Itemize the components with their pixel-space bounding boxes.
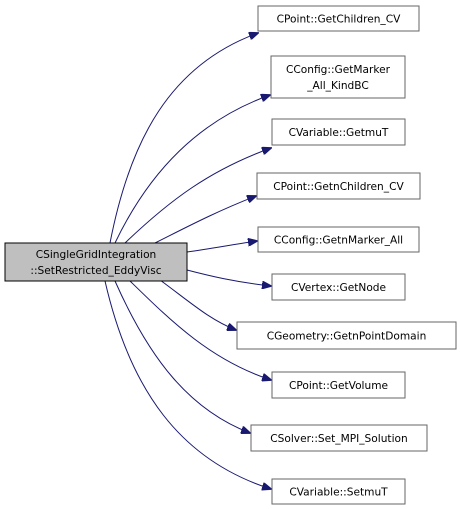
callee-label: CPoint::GetChildren_CV <box>277 14 401 26</box>
edge-to-cvariable-getmut <box>124 148 271 244</box>
callee-label: CVariable::SetmuT <box>289 487 388 499</box>
callee-label: CPoint::GetnChildren_CV <box>273 181 404 193</box>
edge-to-cconfig-getmarker-all-kindbc <box>114 95 270 244</box>
callee-node-cvariable-getmut[interactable]: CVariable::GetmuT <box>271 118 406 146</box>
callee-node-cvariable-setmut[interactable]: CVariable::SetmuT <box>271 478 406 505</box>
callee-label: CVertex::GetNode <box>291 282 386 294</box>
edge-to-csolver-set-mpi-solution <box>114 280 250 433</box>
callee-node-cpoint-getnchildren-cv[interactable]: CPoint::GetnChildren_CV <box>256 172 421 200</box>
callee-label: CPoint::GetVolume <box>289 380 388 392</box>
callee-node-cconfig-getmarker-all-kindbc[interactable]: CConfig::GetMarker _All_KindBC <box>270 55 406 99</box>
edge-to-cpoint-getnchildren-cv <box>154 196 256 244</box>
callee-label: CSolver::Set_MPI_Solution <box>270 433 407 445</box>
callee-node-cgeometry-getnpointdomain[interactable]: CGeometry::GetnPointDomain <box>236 321 457 350</box>
callee-node-cconfig-getnmarker-all[interactable]: CConfig::GetnMarker_All <box>257 226 420 253</box>
root-node-label-line-2: ::SetRestricted_EddyVisc <box>30 265 161 277</box>
root-node-label-line-1: CSingleGridIntegration <box>36 249 157 261</box>
call-edges <box>104 33 271 489</box>
root-node[interactable]: CSingleGridIntegration ::SetRestricted_E… <box>4 242 188 282</box>
callee-label-line-2: _All_KindBC <box>306 80 369 92</box>
callee-node-cvertex-getnode[interactable]: CVertex::GetNode <box>271 273 406 301</box>
edge-to-cgeometry-getnpointdomain <box>159 279 236 330</box>
edge-to-cpoint-getvolume <box>129 280 271 380</box>
callee-node-cpoint-getvolume[interactable]: CPoint::GetVolume <box>271 371 406 399</box>
callee-label-line-1: CConfig::GetMarker <box>286 64 391 76</box>
callee-node-csolver-set-mpi-solution[interactable]: CSolver::Set_MPI_Solution <box>250 424 428 452</box>
edge-to-cpoint-getchildren-cv <box>109 33 258 244</box>
callee-node-cpoint-getchildren-cv[interactable]: CPoint::GetChildren_CV <box>257 5 420 32</box>
callee-label: CVariable::GetmuT <box>289 127 389 139</box>
callee-label: CConfig::GetnMarker_All <box>274 235 403 247</box>
edge-to-cvariable-setmut <box>104 280 271 489</box>
edge-to-cconfig-getnmarker-all <box>186 241 257 253</box>
callee-label: CGeometry::GetnPointDomain <box>267 331 427 343</box>
edge-to-cvertex-getnode <box>186 269 271 286</box>
